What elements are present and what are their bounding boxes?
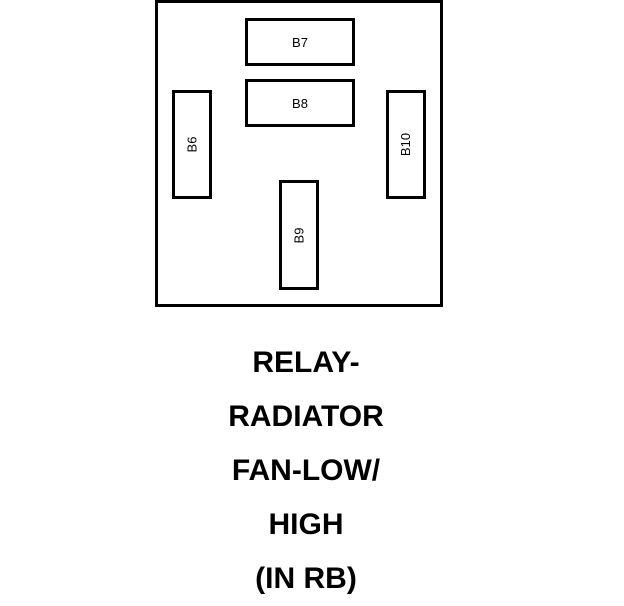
terminal-b9-label: B9 (291, 227, 307, 243)
relay-caption: RELAY- RADIATOR FAN-LOW/ HIGH (IN RB) (156, 336, 456, 606)
terminal-b6-label: B6 (184, 136, 200, 153)
terminal-b8-label: B8 (292, 95, 308, 111)
terminal-b7-label: B7 (292, 34, 308, 50)
terminal-b6: B6 (172, 90, 212, 199)
terminal-b10-label: B10 (398, 132, 414, 157)
caption-line: FAN-LOW/ (231, 454, 381, 487)
terminal-b10: B10 (386, 90, 426, 199)
caption-line: RELAY- (252, 346, 360, 379)
relay-body (155, 0, 443, 307)
caption-line: (IN RB) (255, 562, 357, 595)
caption-line: HIGH (268, 508, 344, 541)
terminal-b9: B9 (279, 180, 319, 290)
caption-line: RADIATOR (228, 400, 384, 433)
terminal-b7: B7 (245, 18, 355, 66)
terminal-b8: B8 (245, 79, 355, 127)
